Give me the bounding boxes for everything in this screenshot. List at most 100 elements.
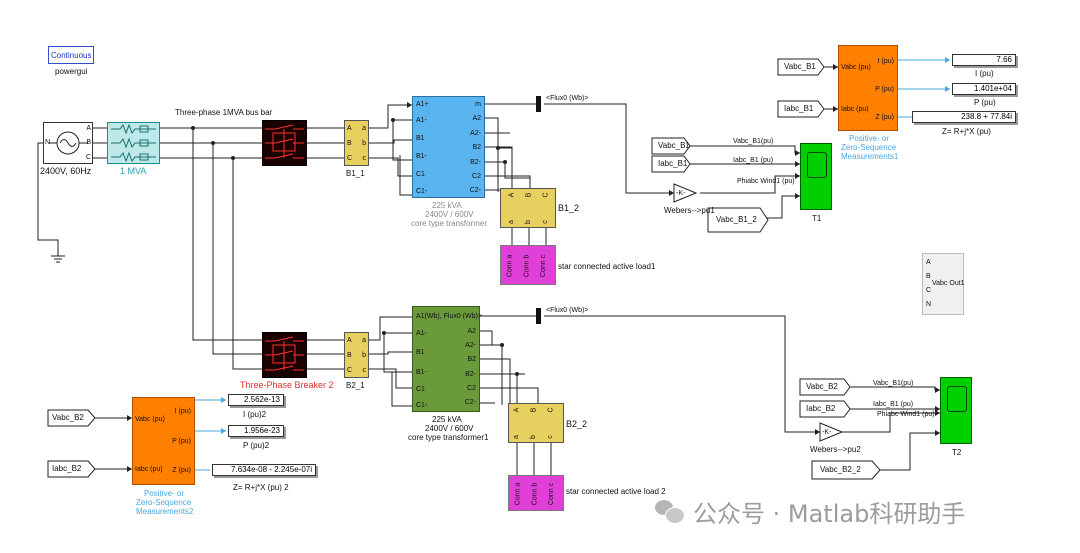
scope2-tag-iabc[interactable]: Iabc_B2	[806, 404, 836, 413]
meas1-tag-vabc[interactable]: Vabc_B1	[784, 62, 816, 71]
load-1-block[interactable]: Conn a Conn b Conn c	[500, 245, 556, 285]
b2-2-port-A: A	[513, 407, 521, 413]
t2-port-A2: A2	[467, 328, 476, 335]
load-2-label: star connected active load 2	[566, 487, 666, 496]
scope-t1-label: T1	[812, 214, 822, 223]
scope-t2-label: T2	[952, 448, 962, 457]
wechat-logo-icon	[655, 498, 685, 524]
t1-caption-3: core type transformer	[411, 219, 488, 228]
t1-port-B2minus: B2-	[470, 159, 481, 166]
meas2-port-i: I (pu)	[174, 408, 191, 415]
meas1-port-p: P (pu)	[875, 86, 894, 93]
meas1-caption-3: Measurements1	[841, 152, 899, 161]
display-z-pu: 238.8 + 77.84i	[912, 111, 1016, 123]
meas2-tag-iabc[interactable]: Iabc_B2	[52, 464, 82, 473]
source-label: 2400V, 60Hz	[40, 166, 92, 176]
meas2-tag-vabc[interactable]: Vabc_B2	[52, 413, 84, 422]
gain-1-value: -K-	[676, 190, 686, 197]
scope2-signal-vabc: Vabc_B1(pu)	[873, 380, 914, 387]
b2-2-port-C: C	[547, 407, 555, 413]
b1-2-port-C: C	[542, 192, 550, 198]
b1-1-label: B1_1	[346, 169, 365, 178]
b2-2-port-a: a	[512, 435, 520, 439]
b2-2-port-c: c	[546, 435, 554, 439]
scope-screen-icon	[807, 152, 827, 178]
meas2-caption-2: Zero-Sequence	[136, 498, 192, 507]
display-p-pu-label: P (pu)	[974, 98, 996, 107]
b2-1-port-a: a	[362, 337, 366, 344]
display-i-pu-label: I (pu)	[975, 69, 994, 78]
vabc-out-port-n: N	[926, 301, 932, 308]
t1-caption-1: 225 kVA	[432, 201, 462, 210]
display-z-pu2-label: Z= R+j*X (pu) 2	[233, 483, 289, 492]
t2-port-A1plus: A1(Wb), Flux0 (Wb)>	[416, 313, 482, 320]
t1-port-C1minus: C1-	[416, 188, 428, 195]
b1-2-port-a: a	[507, 220, 515, 224]
t2-port-B1minus: B1-	[416, 369, 427, 376]
scope2-signal-phi: Phiabc Wind1 (pu)	[877, 411, 935, 418]
b2-1-port-b: b	[362, 352, 366, 359]
t2-port-C2minus: C2-	[464, 399, 476, 406]
b2-1-port-c: c	[362, 367, 367, 374]
t1-port-A2: A2	[472, 115, 481, 122]
t1-port-C2: C2	[472, 173, 481, 180]
sequence-measurement-2-block[interactable]: Vabc (pu) Iabc (pu) I (pu) P (pu) Z (pu)	[132, 397, 195, 485]
powergui-block[interactable]: Continuous	[48, 46, 94, 64]
mva-line-block[interactable]	[107, 122, 160, 164]
display-z-pu-label: Z= R+j*X (pu)	[942, 127, 991, 136]
t1-caption-2: 2400V / 600V	[425, 210, 474, 219]
watermark: 公众号 · Matlab科研助手	[655, 494, 965, 528]
load2-port-c: Conn c	[548, 482, 556, 506]
vabc-out-port-c: C	[926, 287, 932, 294]
b1-1-port-B: B	[347, 140, 352, 147]
t2-port-A1minus: A1-	[416, 330, 427, 337]
meas2-caption-1: Positive- or	[144, 489, 185, 498]
meas1-tag-iabc[interactable]: Iabc_B1	[784, 104, 814, 113]
t1-port-C1: C1	[416, 171, 425, 178]
scope2-tag-vabc[interactable]: Vabc_B2	[806, 382, 838, 391]
voltage-source-block[interactable]: A B C N	[43, 122, 93, 164]
breaker-icon	[265, 124, 304, 159]
breaker-1-block[interactable]	[262, 120, 307, 166]
source-port-c: C	[85, 154, 91, 161]
b2-1-measurement-block[interactable]: A B C a b c	[344, 332, 369, 378]
scope-t2-block[interactable]	[940, 377, 972, 444]
b1-2-port-c: c	[541, 220, 549, 224]
gain-2-value: -K-	[822, 429, 832, 436]
powergui-mode: Continuous	[51, 51, 92, 60]
t1-port-A1minus: A1-	[416, 117, 427, 124]
b1-2-measurement-block[interactable]: A B C a b c	[500, 188, 556, 228]
vabc-out1-block[interactable]: A B C N Vabc Out1	[922, 253, 965, 315]
sequence-measurement-1-block[interactable]: Vabc (pu) Iabc (pu) I (pu) P (pu) Z (pu)	[838, 45, 898, 131]
vabc-out-port-a: A	[926, 259, 931, 266]
t2-port-B2: B2	[467, 356, 476, 363]
vabc-out-port-b: B	[926, 273, 931, 280]
scope1-tag-bottom[interactable]: Vabc_B1_2	[716, 215, 757, 224]
load-2-block[interactable]: Conn a Conn b Conn c	[508, 475, 564, 511]
flux-tag-2: <Flux0 (Wb)>	[546, 307, 589, 314]
breaker-2-block[interactable]	[262, 332, 307, 378]
scope2-tag-bottom[interactable]: Vabc_B2_2	[820, 465, 861, 474]
b1-1-port-a: a	[362, 125, 366, 132]
display-p-pu: 1.401e+04	[952, 83, 1016, 95]
scope1-tag-iabc[interactable]: Iabc_B1	[658, 159, 688, 168]
scope-t1-block[interactable]	[800, 143, 832, 210]
meas1-caption-1: Positive- or	[849, 134, 890, 143]
b1-1-port-b: b	[362, 140, 366, 147]
bus-bar-label: Three-phase 1MVA bus bar	[175, 108, 273, 117]
scope-screen-icon	[947, 386, 967, 412]
t2-caption-3: core type transformer1	[408, 433, 489, 442]
b1-2-port-B: B	[525, 192, 533, 198]
t1-port-B1minus: B1-	[416, 153, 427, 160]
b1-1-measurement-block[interactable]: A B C a b c	[344, 120, 369, 166]
b2-1-port-B: B	[347, 352, 352, 359]
source-port-b: B	[86, 139, 91, 146]
transformer-2-block[interactable]: A1(Wb), Flux0 (Wb)> A1- B1 B1- C1 C1- A2…	[412, 306, 482, 412]
t2-port-A2minus: A2-	[465, 342, 476, 349]
load-1-label: star connected active load1	[558, 262, 656, 271]
load2-port-b: Conn b	[531, 482, 539, 506]
b2-2-measurement-block[interactable]: A B C a b c	[508, 403, 564, 443]
meas2-port-p: P (pu)	[172, 438, 191, 445]
scope1-tag-vabc[interactable]: Vabc_B1	[658, 141, 690, 150]
transformer-1-block[interactable]: A1+ A1- B1 B1- C1 C1- m A2 A2- B2 B2- C2…	[412, 96, 485, 198]
